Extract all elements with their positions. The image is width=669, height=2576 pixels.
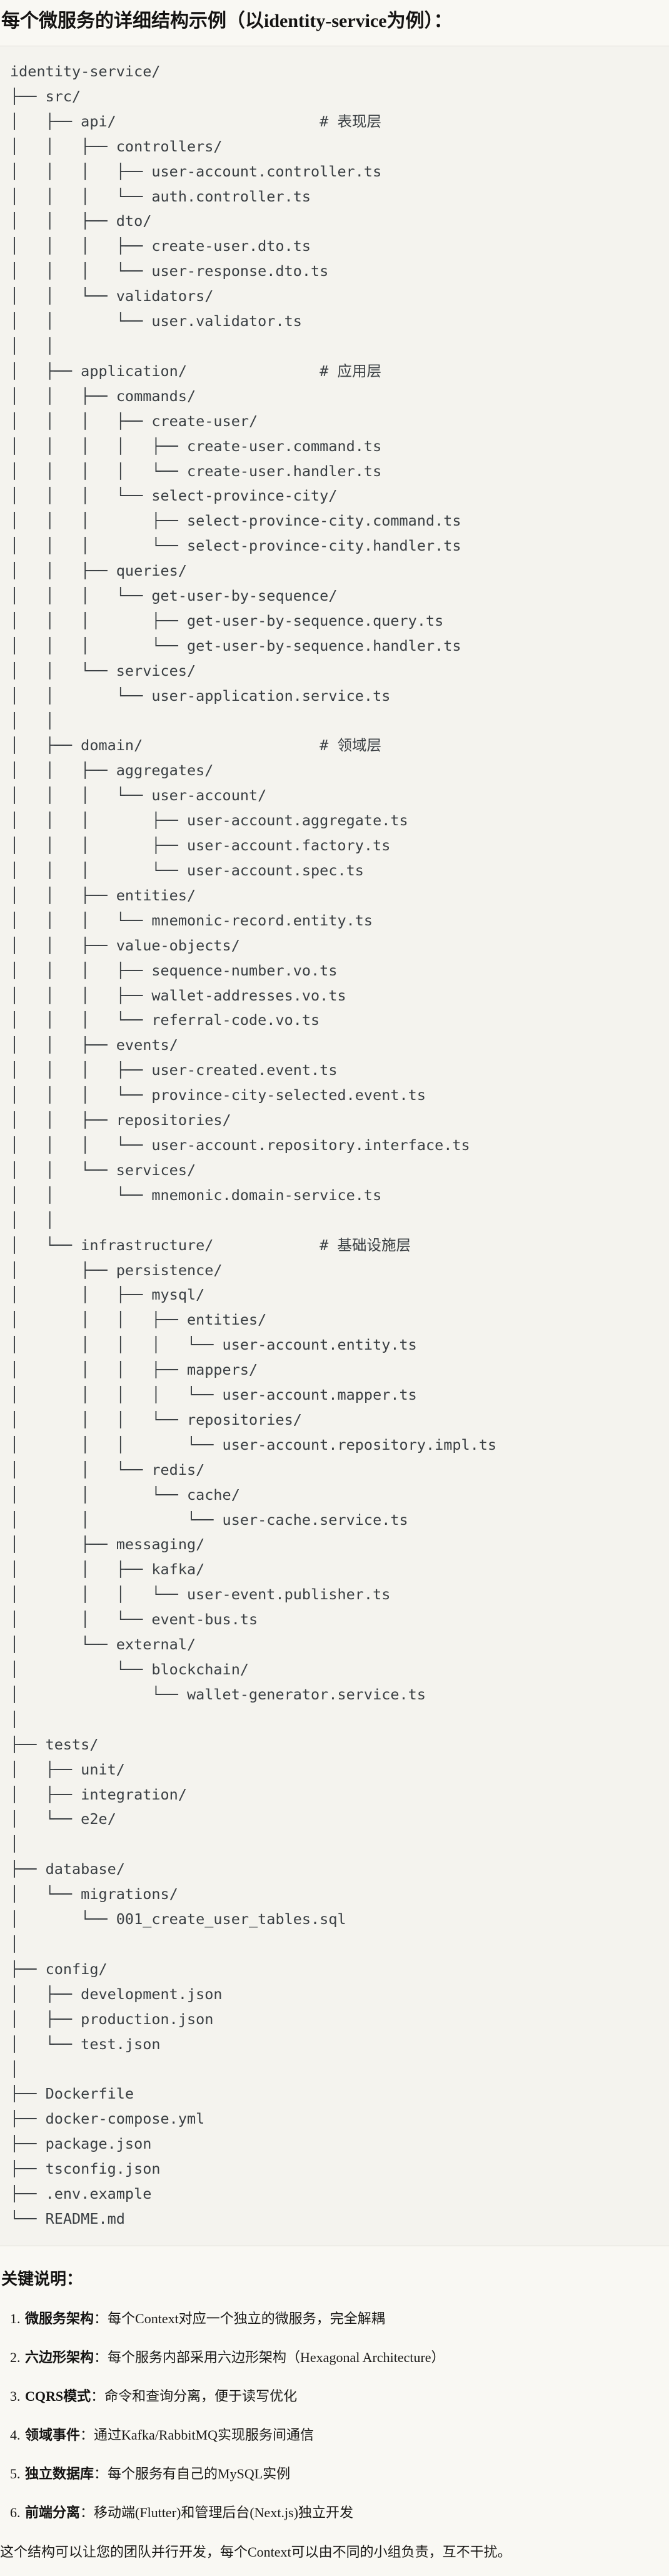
note-item: 六边形架构：每个服务内部采用六边形架构（Hexagonal Architectu… [24, 2348, 669, 2368]
note-item-text: 命令和查询分离，便于读写优化 [104, 2388, 298, 2405]
note-item-separator: ： [94, 2349, 108, 2366]
notes-list: 微服务架构：每个Context对应一个独立的微服务，完全解耦 六边形架构：每个服… [0, 2309, 669, 2522]
note-item-separator: ： [94, 2311, 108, 2327]
note-item-separator: ： [80, 2504, 94, 2520]
note-item-label: CQRS模式 [25, 2388, 91, 2405]
note-item-text: 每个服务有自己的MySQL实例 [108, 2465, 291, 2482]
notes-heading: 关键说明： [1, 2269, 83, 2288]
note-item-text: 每个服务内部采用六边形架构（Hexagonal Architecture） [108, 2349, 445, 2366]
note-item-label: 前端分离 [25, 2504, 81, 2520]
note-item-label: 微服务架构 [25, 2311, 94, 2327]
note-item-label: 独立数据库 [25, 2465, 94, 2482]
note-item: 前端分离：移动端(Flutter)和管理后台(Next.js)独立开发 [24, 2503, 669, 2523]
note-item-label: 领域事件 [25, 2427, 81, 2443]
note-item: 独立数据库：每个服务有自己的MySQL实例 [24, 2464, 669, 2484]
note-item-label: 六边形架构 [25, 2349, 94, 2366]
note-item-text: 通过Kafka/RabbitMQ实现服务间通信 [94, 2427, 314, 2443]
closing-paragraph: 这个结构可以让您的团队并行开发，每个Context可以由不同的小组负责，互不干扰… [0, 2543, 511, 2560]
note-item-separator: ： [91, 2388, 105, 2405]
directory-tree-code-block: identity-service/ ├── src/ │ ├── api/ # … [0, 46, 669, 2246]
page-title: 每个微服务的详细结构示例（以identity-service为例）： [1, 11, 453, 31]
note-item-separator: ： [94, 2465, 108, 2482]
note-item-text: 移动端(Flutter)和管理后台(Next.js)独立开发 [94, 2504, 353, 2520]
note-item: 领域事件：通过Kafka/RabbitMQ实现服务间通信 [24, 2425, 669, 2445]
note-item-separator: ： [80, 2427, 94, 2443]
note-item: CQRS模式：命令和查询分离，便于读写优化 [24, 2386, 669, 2406]
document: 每个微服务的详细结构示例（以identity-service为例）： ident… [0, 9, 669, 2562]
notes-section: 关键说明： 微服务架构：每个Context对应一个独立的微服务，完全解耦 六边形… [0, 2269, 669, 2562]
note-item-text: 每个Context对应一个独立的微服务，完全解耦 [108, 2311, 385, 2327]
note-item: 微服务架构：每个Context对应一个独立的微服务，完全解耦 [24, 2309, 669, 2329]
